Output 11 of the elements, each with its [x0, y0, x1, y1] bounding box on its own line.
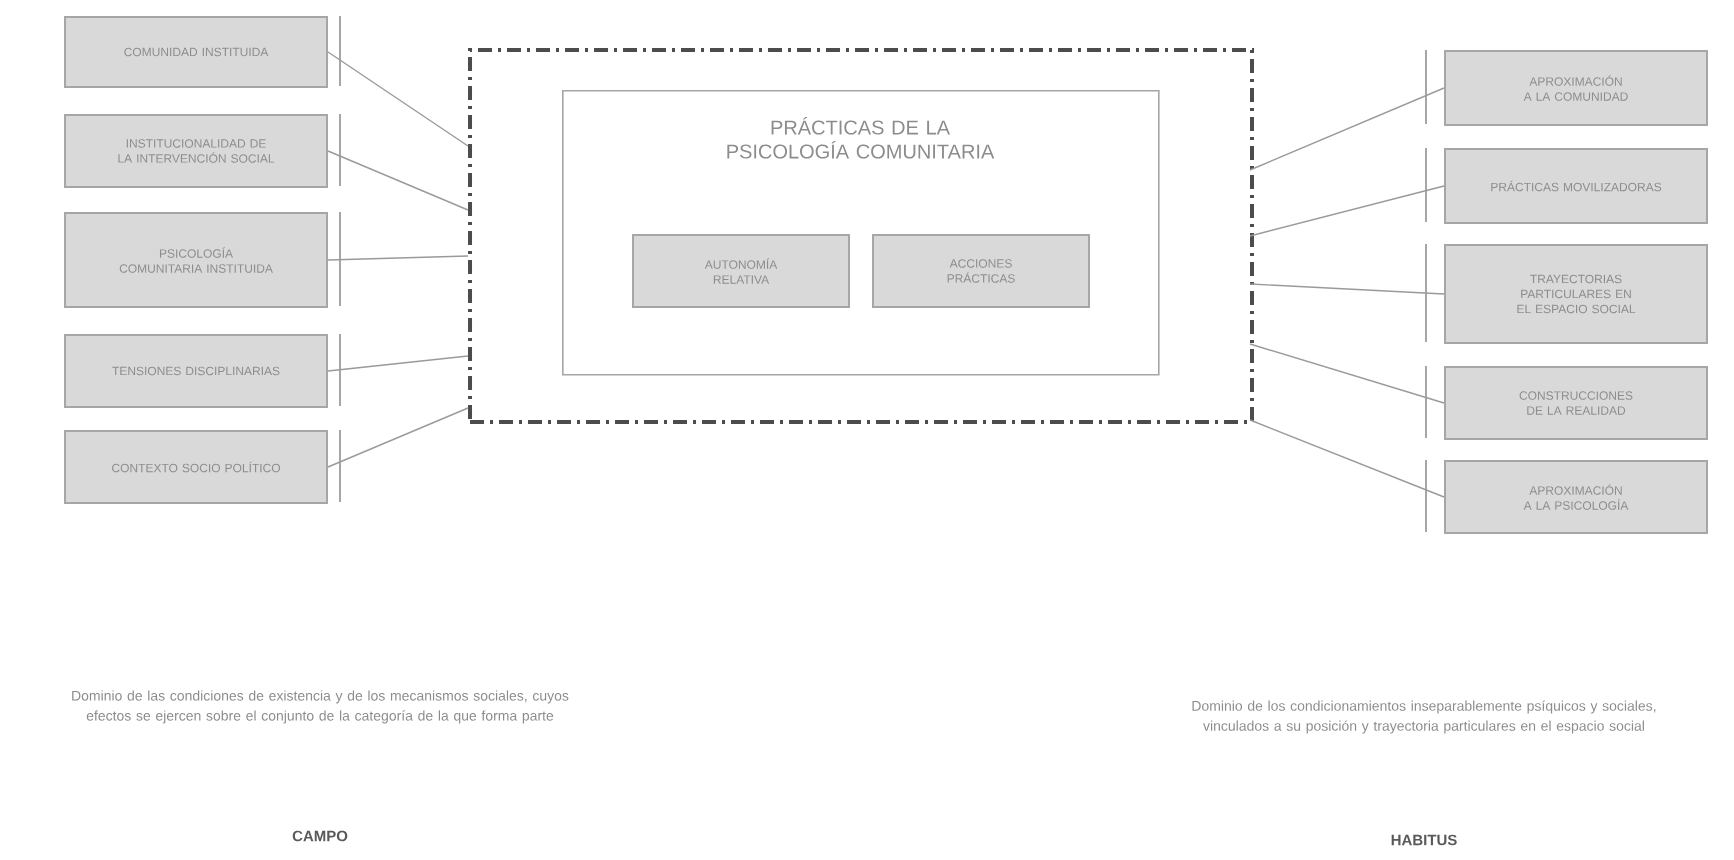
connector-line — [327, 150, 469, 211]
connector-line — [1249, 87, 1445, 171]
connector-line — [1249, 185, 1445, 237]
connector-line — [1249, 343, 1445, 404]
connector-line — [327, 51, 469, 147]
connector-line — [327, 355, 469, 372]
connector-line — [1249, 283, 1445, 295]
dashed-frame — [468, 48, 1254, 424]
connector-line — [1249, 419, 1445, 498]
connector-line — [327, 407, 469, 468]
connector-line — [327, 255, 469, 261]
